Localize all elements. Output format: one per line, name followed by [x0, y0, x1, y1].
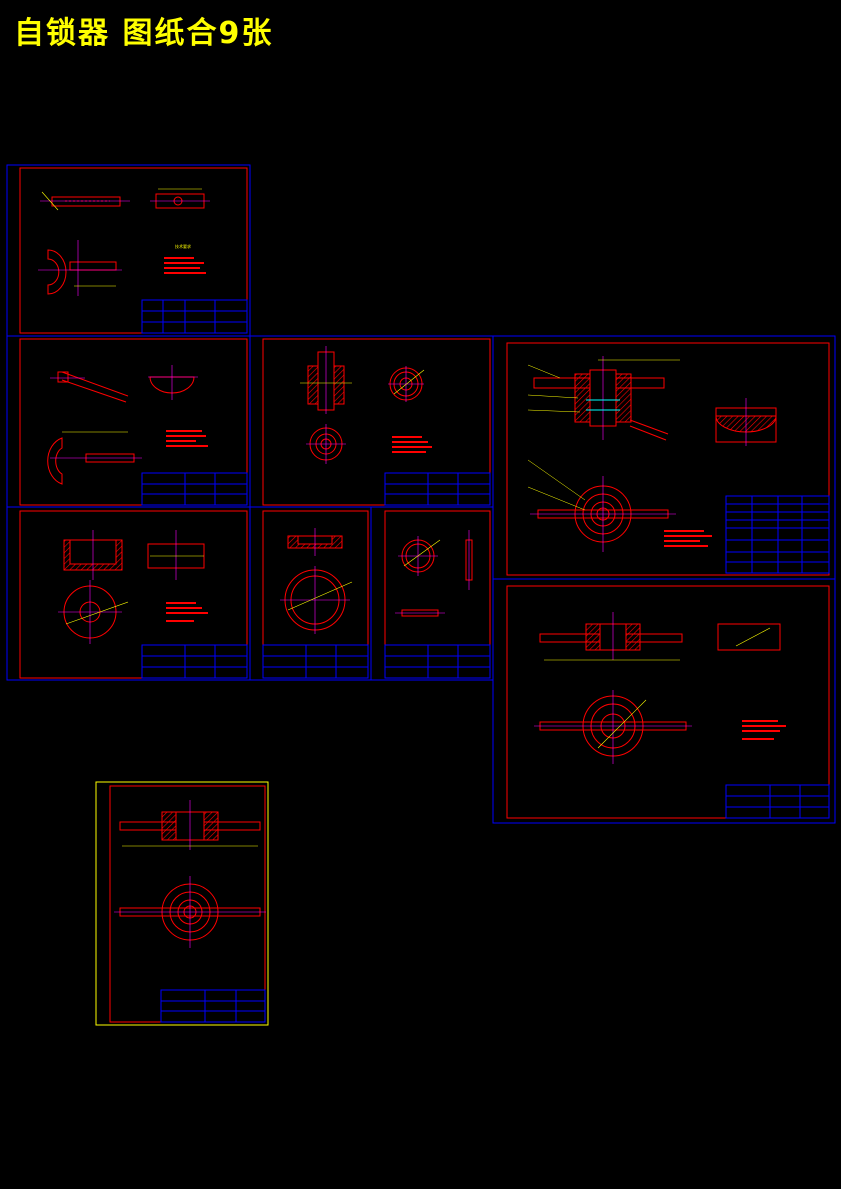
svg-text:技术要求: 技术要求 — [175, 243, 191, 249]
drawing-sheet-5[interactable] — [6, 506, 251, 681]
drawing-sheet-9[interactable] — [95, 781, 269, 1026]
drawing-sheet-2[interactable] — [6, 335, 251, 508]
drawing-sheet-3[interactable] — [249, 335, 494, 508]
page-title: 自锁器 图纸合9张 — [14, 16, 274, 51]
drawing-sheet-8[interactable] — [492, 578, 836, 824]
drawing-sheet-7[interactable] — [370, 506, 494, 681]
drawing-sheet-6[interactable] — [249, 506, 372, 681]
drawing-sheet-4[interactable] — [492, 335, 836, 580]
drawing-sheet-1[interactable]: 技术要求 — [6, 164, 251, 337]
